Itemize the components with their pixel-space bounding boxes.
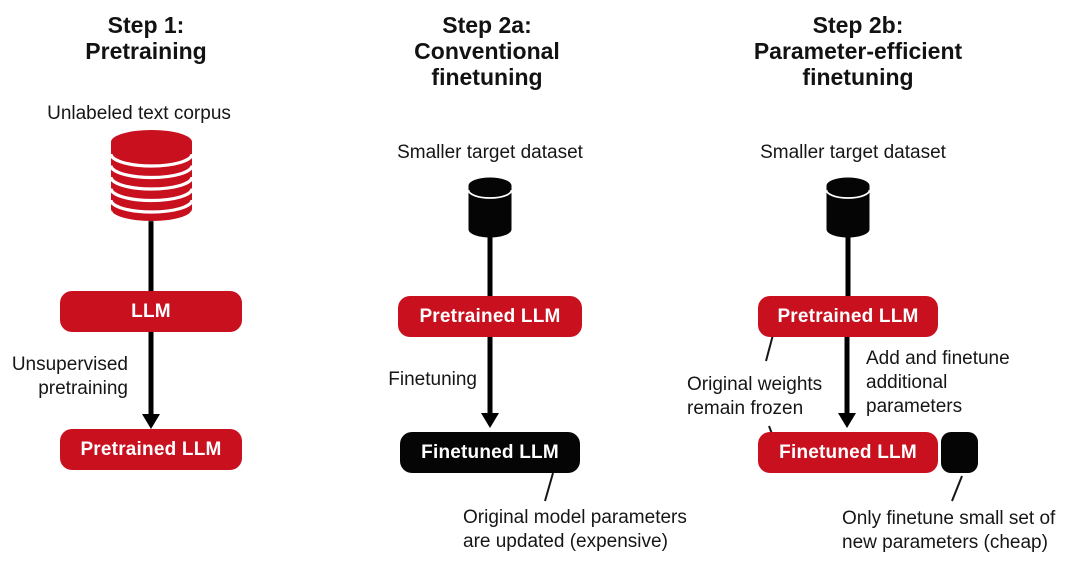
finetuned-llm-label-col2: Finetuned LLM xyxy=(421,441,559,463)
pretrained-llm-box-col2: Pretrained LLM xyxy=(398,296,582,337)
step1-title: Step 1: Pretraining xyxy=(36,12,256,64)
smaller-dataset-label-col2: Smaller target dataset xyxy=(397,142,583,163)
finetuned-llm-box-col3: Finetuned LLM xyxy=(758,432,938,473)
frozen-weights-annotation: Original weights remain frozen xyxy=(687,374,823,419)
step2a-title-line2: Conventional finetuning xyxy=(414,38,560,90)
finetuning-arrowhead xyxy=(481,413,499,428)
annotation-leader-line-col2 xyxy=(544,472,554,502)
finetuned-llm-box-col2: Finetuned LLM xyxy=(400,432,580,473)
step2a-title-line1: Step 2a: xyxy=(442,12,532,38)
step2b-title-line2: Parameter-efficient finetuning xyxy=(753,38,963,90)
updated-params-annotation: Original model parameters are updated (e… xyxy=(463,507,687,552)
unsupervised-pretraining-label: Unsupervised pretraining xyxy=(11,354,128,399)
database-cylinder-icon-col2 xyxy=(466,177,514,243)
llm-box: LLM xyxy=(60,291,242,332)
llm-box-label: LLM xyxy=(131,300,171,322)
pretrained-llm-box-col1: Pretrained LLM xyxy=(60,429,242,470)
adapter-leader-line xyxy=(951,475,963,502)
step2b-title-line1: Step 2b: xyxy=(812,12,904,38)
adapter-parameters-box xyxy=(941,432,978,473)
step2b-title: Step 2b: Parameter-efficient finetuning xyxy=(698,12,1018,90)
database-cylinder-icon-col3 xyxy=(824,177,872,243)
step1-title-line1: Step 1: xyxy=(107,12,185,38)
adapter-params-annotation: Only finetune small set of new parameter… xyxy=(842,508,1056,553)
step1-title-line2: Pretraining xyxy=(85,38,207,64)
peft-arrowhead xyxy=(838,413,856,428)
pretrained-llm-label-col1: Pretrained LLM xyxy=(80,438,222,460)
step2a-title: Step 2a: Conventional finetuning xyxy=(377,12,597,90)
add-finetune-params-label: Add and finetune additional parameters xyxy=(866,348,1010,417)
smaller-dataset-label-col3: Smaller target dataset xyxy=(760,142,946,163)
unlabeled-corpus-label: Unlabeled text corpus xyxy=(47,103,231,124)
database-stack-icon xyxy=(105,128,198,227)
finetuning-label: Finetuning xyxy=(388,369,477,390)
pretrained-llm-box-col3: Pretrained LLM xyxy=(758,296,938,337)
pretrained-llm-label-col3: Pretrained LLM xyxy=(777,305,919,327)
pretrained-llm-label-col2: Pretrained LLM xyxy=(419,305,561,327)
finetuned-llm-label-col3: Finetuned LLM xyxy=(779,441,917,463)
pretraining-arrowhead xyxy=(142,414,160,429)
